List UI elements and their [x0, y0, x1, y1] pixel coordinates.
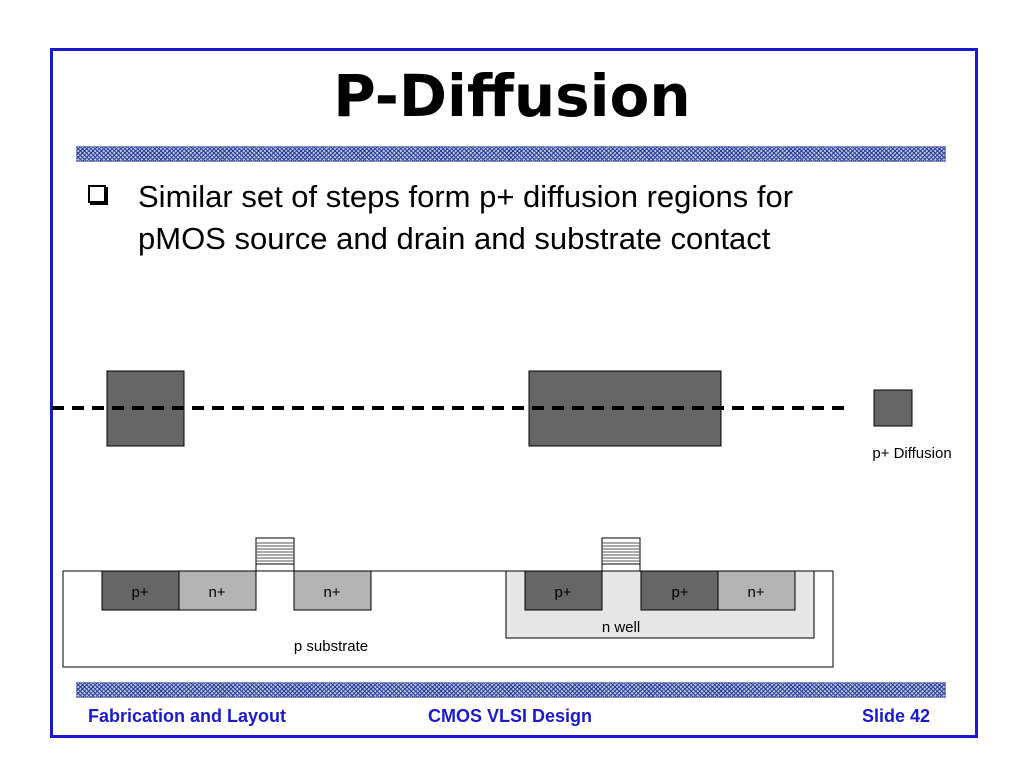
region-n-plus-source: [178, 570, 257, 611]
footer-course: Fabrication and Layout: [88, 706, 287, 726]
n-well-label: n well: [602, 619, 640, 636]
slide-title: P-Diffusion: [333, 62, 691, 130]
gate-nmos: [255, 537, 295, 572]
p-substrate-label: p substrate: [294, 638, 368, 655]
footer-divider: [76, 682, 946, 698]
gate-pmos: [601, 537, 641, 572]
region-label: p+: [131, 584, 148, 601]
legend-p-diffusion-swatch: [873, 389, 913, 427]
bullet-text: Similar set of steps form p+ diffusion r…: [138, 176, 918, 260]
region-label: n+: [323, 584, 340, 601]
bullet-line-2: pMOS source and drain and substrate cont…: [138, 221, 771, 256]
region-label: n+: [208, 584, 225, 601]
region-label: p+: [671, 584, 688, 601]
footer-title: CMOS VLSI Design: [428, 706, 593, 726]
region-p-plus-source: [524, 570, 603, 611]
region-label: n+: [747, 584, 764, 601]
footer-slide-number: Slide 42: [862, 706, 931, 726]
bullet-line-1: Similar set of steps form p+ diffusion r…: [138, 179, 794, 214]
region-label: p+: [554, 584, 571, 601]
region-n-plus-drain: [293, 570, 372, 611]
bullet-square-icon: [88, 185, 106, 203]
title-divider: [76, 146, 946, 162]
region-p-plus-drain: [640, 570, 719, 611]
slide-frame: [50, 48, 978, 738]
legend-p-diffusion-label: p+ Diffusion: [872, 445, 951, 462]
region-n-plus-well-contact: [717, 570, 796, 611]
